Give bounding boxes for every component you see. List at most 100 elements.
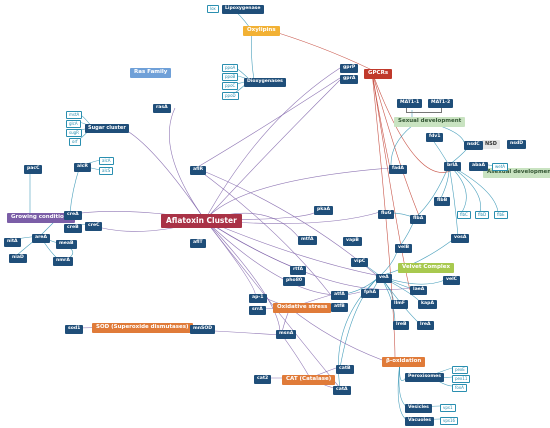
gene-sugR: sugR	[66, 129, 82, 137]
edge-line	[204, 167, 391, 221]
edge-line	[204, 219, 256, 298]
gene-MAT1-1: MAT1-1	[397, 99, 423, 108]
gene-creC: creC	[85, 222, 103, 231]
gene-catB: catB	[336, 365, 354, 374]
gene-pex11: pex11	[452, 375, 471, 383]
gene-glcA: glcA	[66, 120, 81, 128]
gene-flbD: flbD	[475, 211, 490, 219]
gene-brlA: brlA	[444, 162, 461, 171]
gene-fphA: fphA	[361, 289, 380, 298]
edge-line	[251, 29, 255, 81]
gene-nmrA: nmrA	[53, 257, 73, 266]
gene-mtfA: mtfA	[298, 236, 317, 245]
gene-ap1: ap-1	[249, 294, 267, 303]
asexual-development-label: Asexual development	[483, 168, 550, 178]
gene-ppoA: ppoA	[222, 64, 239, 72]
dioxygenases-label: Dioxygenases	[244, 78, 286, 87]
gene-pexE: pexE	[452, 366, 468, 374]
gene-kapA: kapA	[418, 300, 437, 309]
mat-bracket	[406, 107, 442, 113]
gene-foxA: foxA	[452, 384, 467, 392]
gene-vosA: vosA	[451, 234, 470, 243]
oxidative-stress-label: Oxidative stress	[273, 303, 332, 313]
growing-conditions-label: Growing conditions	[7, 213, 75, 223]
edge-line	[204, 219, 281, 334]
peroxisomes-label: Peroxisomes	[405, 373, 444, 382]
gene-laeA: laeA	[410, 286, 428, 295]
gene-nitA: nitA	[4, 238, 21, 247]
nsd-label: NSD	[482, 140, 500, 149]
edge-line	[204, 219, 301, 271]
gene-gprP: gprP	[340, 64, 359, 73]
gene-orf: orf	[69, 138, 81, 146]
gene-ppoD: ppoD	[222, 92, 239, 100]
gene-fdv1: fdv1	[426, 133, 444, 142]
gene-nsdD: nsdD	[507, 140, 527, 149]
gene-alcA: alcA	[99, 157, 114, 165]
gene-flbC: flbC	[457, 211, 471, 219]
ras-family-label: Ras Family	[130, 68, 172, 78]
edge-line	[448, 164, 459, 237]
gene-alcR: alcR	[74, 163, 91, 172]
edge-line	[69, 165, 81, 214]
gene-creB: creB	[64, 224, 82, 233]
gene-ppoB: ppoB	[222, 73, 239, 81]
edge-line	[169, 107, 206, 221]
gene-mnSOD: mnSOD	[190, 325, 216, 334]
gene-wetA: wetA	[492, 163, 509, 171]
gene-sod1: sod1	[65, 325, 84, 334]
gene-aflT: aflT	[190, 239, 206, 248]
gene-meaB: meaB	[56, 240, 77, 249]
gene-veA: veA	[376, 274, 392, 283]
gene-vps1: vps1	[440, 404, 456, 412]
gene-vapB: vapB	[343, 237, 362, 246]
gene-lox: lox	[207, 5, 219, 13]
cat-label: CAT (Catalase)	[282, 375, 336, 385]
edge-line	[414, 164, 450, 219]
vacuoles-label: Vacuoles	[405, 417, 434, 426]
gene-niaD: niaD	[9, 254, 27, 263]
gene-fluG: fluG	[378, 210, 395, 219]
gene-msnA: msnA	[276, 330, 297, 339]
gene-MAT1-2: MAT1-2	[428, 99, 454, 108]
edge-line	[195, 77, 341, 169]
edge-line	[398, 361, 408, 408]
gene-rtfA: rtfA	[290, 266, 307, 275]
gene-lreA: lreA	[417, 321, 434, 330]
gene-flbE: flbE	[494, 211, 508, 219]
edge-line	[204, 79, 341, 221]
gene-atfA: atfA	[331, 291, 348, 300]
gene-fadA: fadA	[389, 165, 407, 174]
gene-flbB: flbB	[434, 197, 451, 206]
vesicles-label: Vesicles	[405, 404, 432, 413]
edge-line	[195, 167, 331, 295]
edge-line	[289, 307, 383, 361]
edge-line	[448, 164, 467, 213]
aflatoxin-cluster-label: Aflatoxin Cluster	[161, 214, 242, 228]
edge-line	[371, 71, 391, 169]
gene-pkaA: pkaA	[314, 206, 333, 215]
lipoxygenase-label: Lipoxygenase	[222, 5, 264, 14]
gene-nsdC: nsdC	[464, 141, 483, 150]
gene-rasA: rasA	[153, 104, 171, 113]
gene-catA: catA	[333, 386, 351, 395]
gene-pacC: pacC	[24, 165, 43, 174]
sod-label: SOD (Superoxide dismutases)	[92, 323, 193, 333]
oxylipins-label: Oxylipins	[243, 26, 280, 36]
edge-line	[371, 71, 411, 291]
gene-llmF: llmF	[391, 300, 409, 309]
velvet-complex-label: Velvet Complex	[398, 263, 455, 273]
gene-mstA: mstA	[66, 111, 83, 119]
gene-ppoC: ppoC	[222, 82, 239, 90]
gene-gprA: gprA	[340, 75, 359, 84]
gene-pho80: pho80	[283, 277, 306, 286]
edge-line	[371, 71, 421, 219]
gene-vps16: vps16	[440, 417, 459, 425]
gene-areA: areA	[32, 234, 51, 243]
sugar-cluster-label: Sugar cluster	[85, 124, 129, 133]
gene-aflR: aflR	[190, 166, 207, 175]
gpcrs-label: GPCRs	[364, 69, 393, 79]
gene-atfB: atfB	[331, 303, 348, 312]
gene-velB: velB	[395, 244, 413, 253]
edge-line	[204, 219, 381, 277]
